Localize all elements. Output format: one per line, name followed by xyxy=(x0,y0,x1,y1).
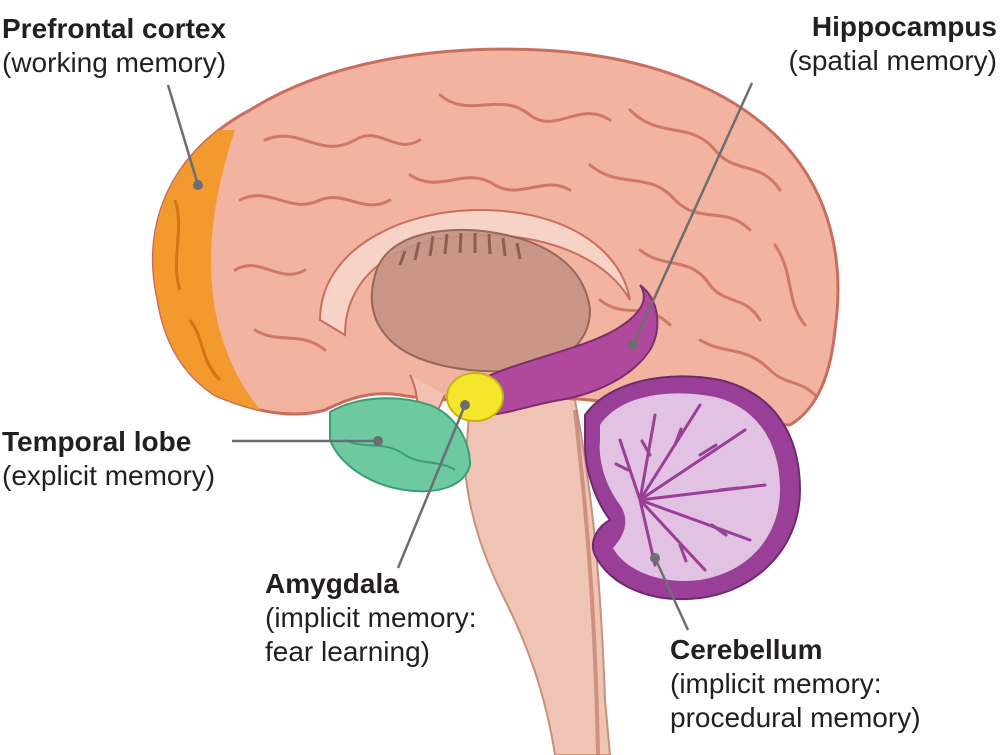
label-temporal-lobe: Temporal lobe (explicit memory) xyxy=(2,425,215,493)
prefrontal-cortex-name: Prefrontal cortex xyxy=(2,13,227,44)
temporal-lobe-desc: (explicit memory) xyxy=(2,460,216,491)
temporal-lobe-name: Temporal lobe xyxy=(2,426,192,457)
amygdala-region xyxy=(446,372,504,422)
prefrontal-leader xyxy=(166,84,200,186)
hippocampus-name: Hippocampus xyxy=(811,11,997,42)
cerebellum-leader xyxy=(653,557,690,631)
label-hippocampus: Hippocampus (spatial memory) xyxy=(789,10,997,78)
amygdala-name: Amygdala xyxy=(265,568,399,599)
thalamus xyxy=(370,229,592,373)
hippocampus-leader xyxy=(631,82,754,346)
cerebellum-desc-line2: procedural memory) xyxy=(670,702,921,733)
amygdala-desc-line1: (implicit memory: xyxy=(265,602,477,633)
amygdala-leader xyxy=(396,404,467,569)
prefrontal-cortex-desc: (working memory) xyxy=(2,47,227,78)
temporal-lobe-region xyxy=(329,397,472,493)
hippocampus-desc: (spatial memory) xyxy=(788,45,997,76)
cerebellum-desc-line1: (implicit memory: xyxy=(670,668,882,699)
amygdala-desc-line2: fear learning) xyxy=(265,636,430,667)
label-amygdala: Amygdala (implicit memory: fear learning… xyxy=(265,567,477,669)
label-prefrontal-cortex: Prefrontal cortex (working memory) xyxy=(2,12,226,80)
label-cerebellum: Cerebellum (implicit memory: procedural … xyxy=(670,633,921,735)
cerebellum-name: Cerebellum xyxy=(670,634,823,665)
